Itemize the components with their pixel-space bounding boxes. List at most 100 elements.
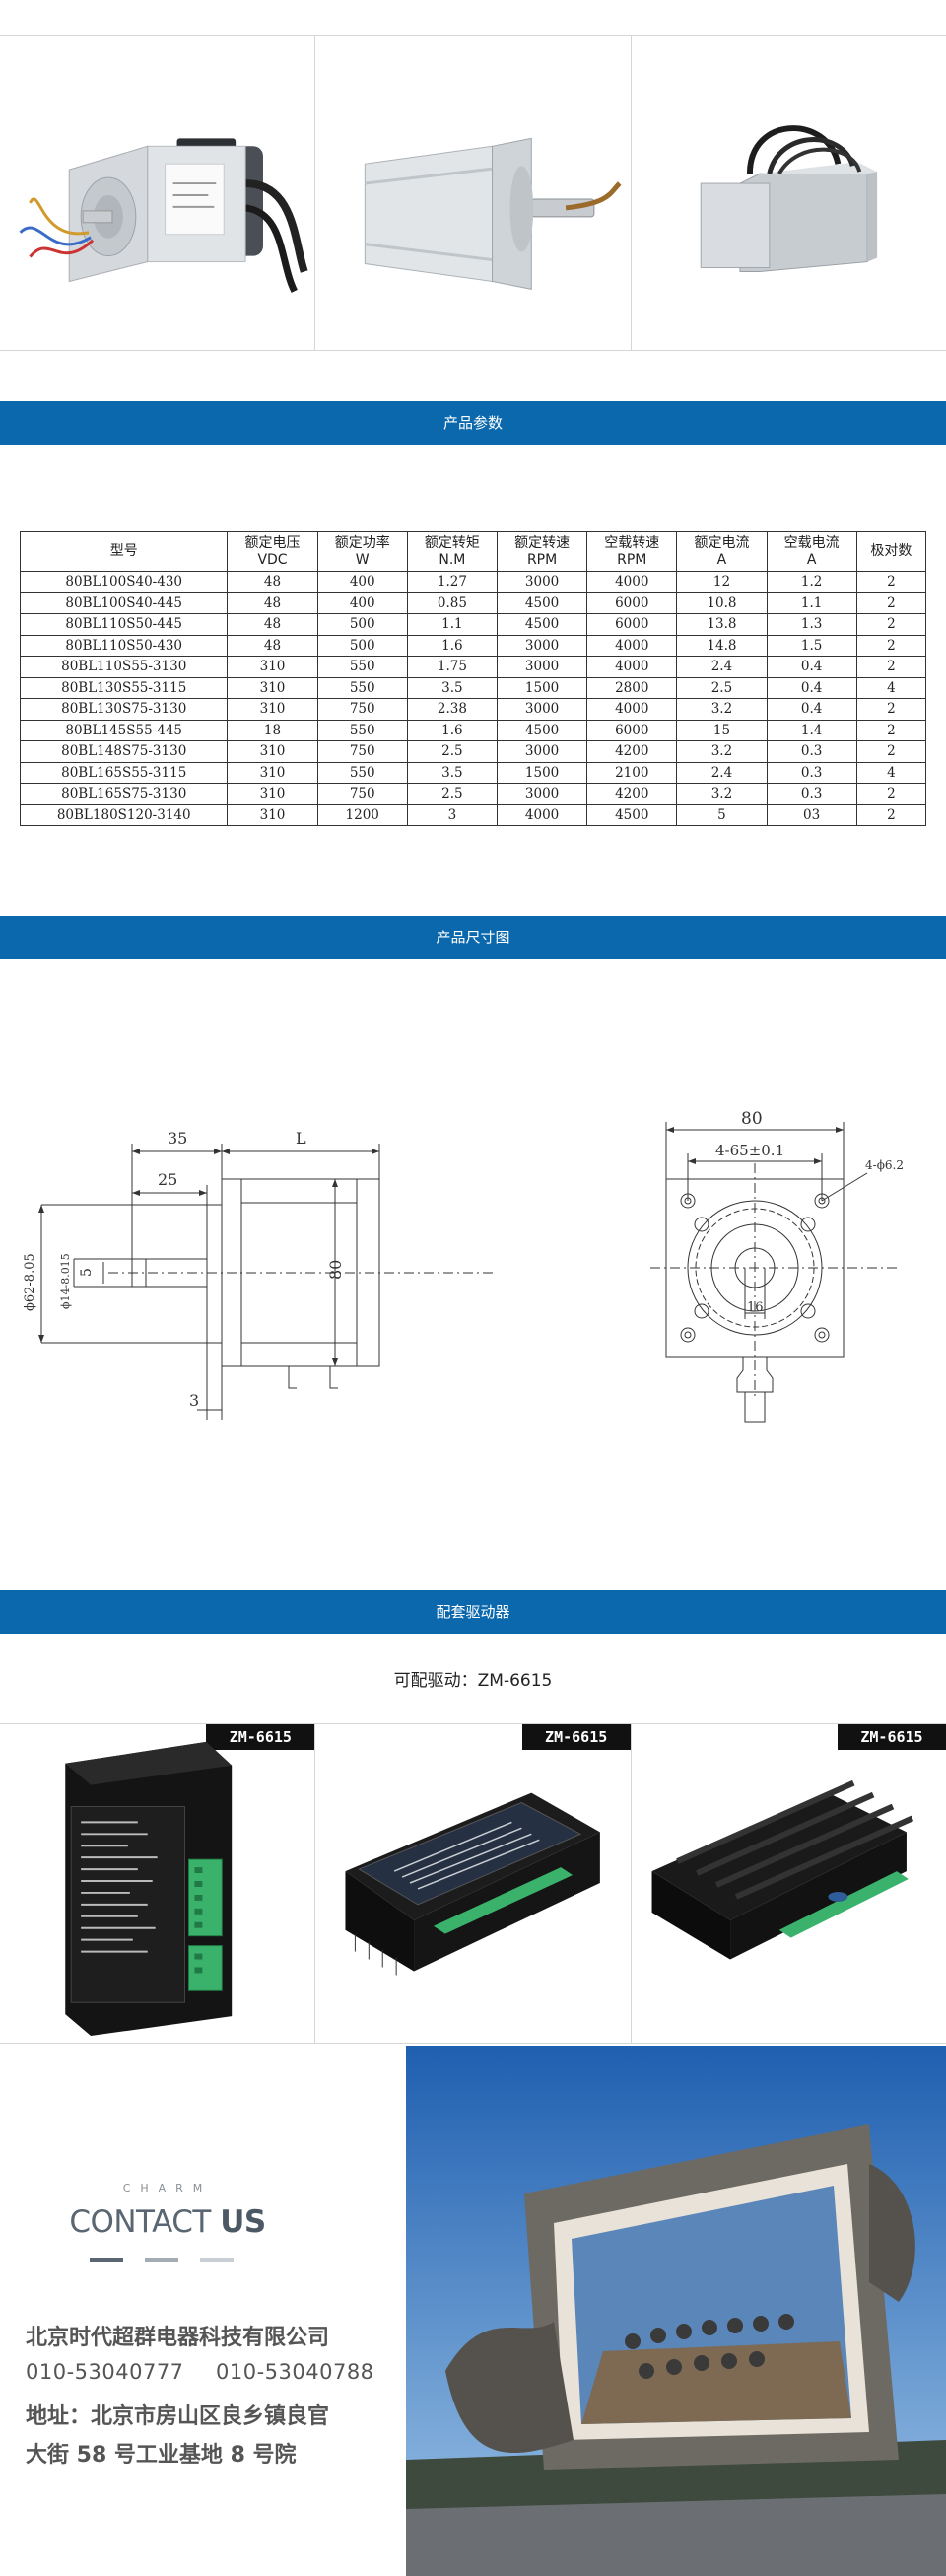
motor-photo-angled <box>0 36 316 350</box>
table-cell: 4000 <box>586 571 678 593</box>
table-cell: 0.4 <box>766 656 857 678</box>
spec-col-header-label: 额定转矩 <box>424 534 480 551</box>
table-cell: 0.3 <box>766 783 857 805</box>
table-cell: 3000 <box>496 783 588 805</box>
dim-5-label: 5 <box>79 1268 95 1277</box>
table-cell: 80BL180S120-3140 <box>19 803 229 826</box>
table-cell: 3.2 <box>676 740 768 763</box>
dash-mid <box>145 2258 178 2262</box>
table-cell: 2800 <box>586 676 678 699</box>
table-cell: 3.2 <box>676 698 768 721</box>
table-cell: 0.4 <box>766 698 857 721</box>
table-cell: 4000 <box>586 698 678 721</box>
front-holes-label: 4-ϕ6.2 <box>865 1158 904 1172</box>
spec-col-header-label: 额定转速 <box>514 534 571 551</box>
table-cell: 3.5 <box>406 676 498 699</box>
table-cell: 03 <box>766 803 857 826</box>
phone-1: 010-53040777 <box>26 2360 184 2384</box>
dash-light <box>200 2258 234 2262</box>
table-cell: 2 <box>855 571 927 593</box>
table-cell: 2 <box>855 634 927 657</box>
spec-col-header-unit: A <box>716 551 727 568</box>
spec-col-header-label: 型号 <box>109 543 138 559</box>
table-cell: 80BL148S75-3130 <box>19 740 229 763</box>
table-cell: 1500 <box>496 761 588 784</box>
dim-35-label: 35 <box>168 1129 187 1148</box>
table-cell: 750 <box>316 740 408 763</box>
table-cell: 80BL165S55-3115 <box>19 761 229 784</box>
table-cell: 48 <box>227 613 318 636</box>
table-cell: 2 <box>855 698 927 721</box>
table-cell: 48 <box>227 571 318 593</box>
driver-front-image <box>65 1741 233 2037</box>
dim-25-label: 25 <box>158 1170 177 1189</box>
front-view-drawing: 80 4-65±0.1 4-ϕ6.2 16 <box>650 1109 904 1423</box>
table-cell: 1.5 <box>766 634 857 657</box>
dash-dark <box>90 2258 123 2262</box>
table-cell: 80BL130S75-3130 <box>19 698 229 721</box>
table-cell: 400 <box>316 592 408 614</box>
driver-model-tag: ZM-6615 <box>206 1724 315 1750</box>
motor-rear-image <box>700 125 877 272</box>
spec-col-header-unit: N.M <box>439 551 466 568</box>
table-cell: 48 <box>227 634 318 657</box>
table-cell: 6000 <box>586 613 678 636</box>
table-cell: 13.8 <box>676 613 768 636</box>
table-cell: 550 <box>316 761 408 784</box>
table-cell: 2.38 <box>406 698 498 721</box>
table-cell: 2.5 <box>406 783 498 805</box>
contact-word: CONTACT <box>69 2204 211 2240</box>
spec-col-header-label: 极对数 <box>870 543 912 559</box>
spec-col-header-label: 额定电流 <box>694 534 750 551</box>
section-title-params: 产品参数 <box>0 401 946 445</box>
table-cell: 80BL100S40-430 <box>19 571 229 593</box>
dim-L-label: L <box>296 1129 306 1148</box>
table-cell: 310 <box>227 740 318 763</box>
table-cell: 3000 <box>496 740 588 763</box>
table-cell: 2 <box>855 592 927 614</box>
phi-14-label: ϕ14-8.015 <box>59 1253 72 1309</box>
table-cell: 1.1 <box>766 592 857 614</box>
table-cell: 3 <box>406 803 498 826</box>
table-cell: 3000 <box>496 656 588 678</box>
driver-photo-angled: ZM-6615 <box>315 1724 632 2043</box>
table-cell: 80BL110S50-430 <box>19 634 229 657</box>
address-line-1: 地址：北京市房山区良乡镇良官 <box>26 2404 330 2429</box>
driver-model-tag: ZM-6615 <box>521 1724 631 1750</box>
table-cell: 80BL130S55-3115 <box>19 676 229 699</box>
table-cell: 2100 <box>586 761 678 784</box>
table-cell: 1.2 <box>766 571 857 593</box>
motor-photo-rear <box>632 36 946 350</box>
spec-col-header: 型号 <box>19 531 229 572</box>
table-cell: 2.4 <box>676 761 768 784</box>
table-cell: 310 <box>227 698 318 721</box>
motor-side-image <box>365 137 622 290</box>
motor-photo-strip <box>0 35 946 351</box>
table-cell: 12 <box>676 571 768 593</box>
spec-col-header-label: 空载电流 <box>783 534 840 551</box>
table-cell: 4000 <box>586 656 678 678</box>
table-cell: 2.5 <box>676 676 768 699</box>
table-cell: 80BL110S55-3130 <box>19 656 229 678</box>
spec-col-header-unit: W <box>355 551 370 568</box>
table-cell: 2 <box>855 656 927 678</box>
table-cell: 4500 <box>496 592 588 614</box>
contact-dashes <box>90 2258 247 2262</box>
driver-angled-image <box>345 1792 601 1976</box>
table-cell: 1.27 <box>406 571 498 593</box>
spec-col-header-unit: RPM <box>526 551 558 568</box>
table-cell: 750 <box>316 698 408 721</box>
table-cell: 3000 <box>496 698 588 721</box>
